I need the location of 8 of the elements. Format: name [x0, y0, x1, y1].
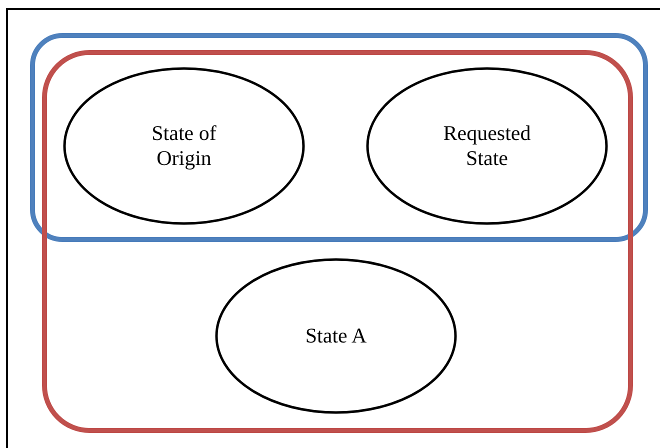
- group-outline: [42, 50, 633, 433]
- state-ellipse: [215, 258, 457, 414]
- state-name: State A: [305, 324, 367, 348]
- state-name: State of Origin: [150, 121, 218, 171]
- state-name: Requested State: [442, 121, 532, 171]
- group-outline: [30, 33, 648, 242]
- state-ellipse: [63, 67, 305, 225]
- state-ellipse: [366, 67, 608, 225]
